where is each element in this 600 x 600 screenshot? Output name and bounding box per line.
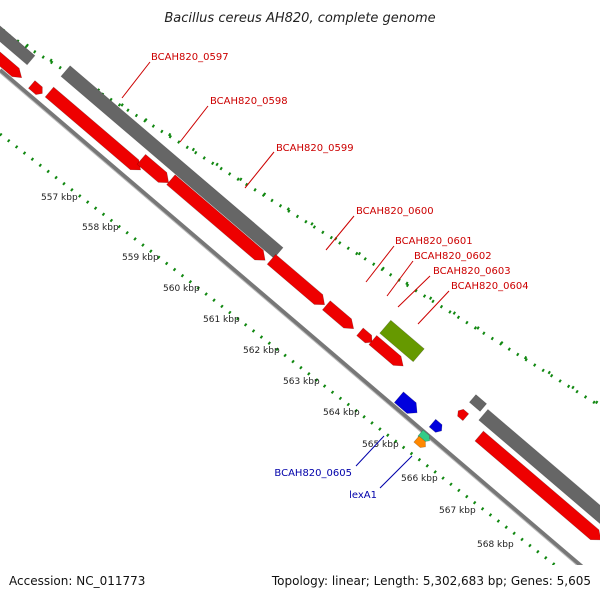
gene-blue-small[interactable] [428, 418, 445, 434]
scale-label-561: 561 kbp [203, 315, 240, 325]
gene-teal-lexa1[interactable] [417, 429, 432, 444]
gene-label-bcah820-0598[interactable]: BCAH820_0598 [210, 96, 288, 107]
gene-red-0599[interactable] [166, 174, 270, 265]
gene-label-bcah820-0605[interactable]: BCAH820_0605 [274, 468, 352, 479]
scale-label-558: 558 kbp [82, 223, 119, 233]
gene-label-bcah820-0601[interactable]: BCAH820_0601 [395, 236, 473, 247]
gene-red-0600[interactable] [266, 253, 329, 309]
callout-line-0600 [325, 215, 355, 251]
gene-blue-0605[interactable] [393, 391, 421, 418]
scale-label-557: 557 kbp [41, 193, 78, 203]
scale-labels: 557 kbp 558 kbp 559 kbp 560 kbp 561 kbp … [41, 193, 514, 550]
gene-red-right-small[interactable] [455, 407, 470, 422]
gene-red-0597[interactable] [44, 86, 145, 175]
gene-red-small-left[interactable] [28, 80, 45, 98]
gene-green-0604[interactable] [379, 319, 425, 363]
callout-line-0602 [386, 260, 414, 297]
topology-text: Topology: linear; Length: 5,302,683 bp; … [271, 574, 591, 588]
gene-red-0598[interactable] [136, 153, 173, 187]
scale-label-563: 563 kbp [283, 377, 320, 387]
gene-label-bcah820-0604[interactable]: BCAH820_0604 [451, 281, 529, 292]
gene-red-left[interactable] [0, 49, 25, 82]
gene-grey-left[interactable] [0, 22, 36, 66]
outer-scale-ticks [0, 27, 600, 407]
callout-line-0597 [121, 61, 151, 99]
scale-label-562: 562 kbp [243, 346, 280, 356]
map-title: Bacillus cereus AH820, complete genome [164, 11, 435, 26]
blue-gene-callouts: BCAH820_0605 lexA1 [274, 435, 413, 501]
gene-red-0601[interactable] [321, 300, 357, 334]
scale-label-568: 568 kbp [477, 540, 514, 550]
gene-grey-right[interactable] [478, 409, 600, 531]
scale-label-564: 564 kbp [323, 408, 360, 418]
gene-label-lexa1[interactable]: lexA1 [349, 490, 377, 501]
gene-red-0602[interactable] [356, 327, 376, 346]
callout-line-0601 [365, 245, 395, 283]
outer-scale-track [0, 28, 600, 408]
gene-label-bcah820-0602[interactable]: BCAH820_0602 [414, 251, 492, 262]
map-body [0, 22, 600, 565]
gene-label-bcah820-0599[interactable]: BCAH820_0599 [276, 143, 354, 154]
gene-label-bcah820-0603[interactable]: BCAH820_0603 [433, 266, 511, 277]
gene-grey-right-small[interactable] [469, 394, 487, 412]
scale-label-565: 565 kbp [362, 440, 399, 450]
callout-line-0605 [355, 435, 385, 467]
callout-line-0603 [397, 275, 431, 308]
scale-label-566: 566 kbp [401, 474, 438, 484]
gene-orange-lexa1[interactable] [413, 435, 428, 450]
callout-line-0598 [179, 105, 209, 143]
gene-label-bcah820-0600[interactable]: BCAH820_0600 [356, 206, 434, 217]
genome-backbone-highlight [0, 72, 578, 565]
accession-text: Accession: NC_011773 [9, 574, 145, 588]
genome-backbone [0, 68, 584, 565]
gene-red-0603[interactable] [368, 335, 407, 370]
gene-label-bcah820-0597[interactable]: BCAH820_0597 [151, 52, 229, 63]
gene-track [0, 22, 600, 545]
scale-label-559: 559 kbp [122, 253, 159, 263]
scale-label-567: 567 kbp [439, 506, 476, 516]
red-gene-callouts: BCAH820_0597 BCAH820_0598 BCAH820_0599 B… [121, 52, 529, 325]
callout-line-0604 [417, 290, 450, 325]
callout-line-0599 [244, 151, 275, 189]
gene-red-right[interactable] [474, 430, 600, 545]
inner-scale-track [0, 132, 558, 565]
callout-line-lexa1 [379, 455, 413, 489]
scale-label-560: 560 kbp [163, 284, 200, 294]
